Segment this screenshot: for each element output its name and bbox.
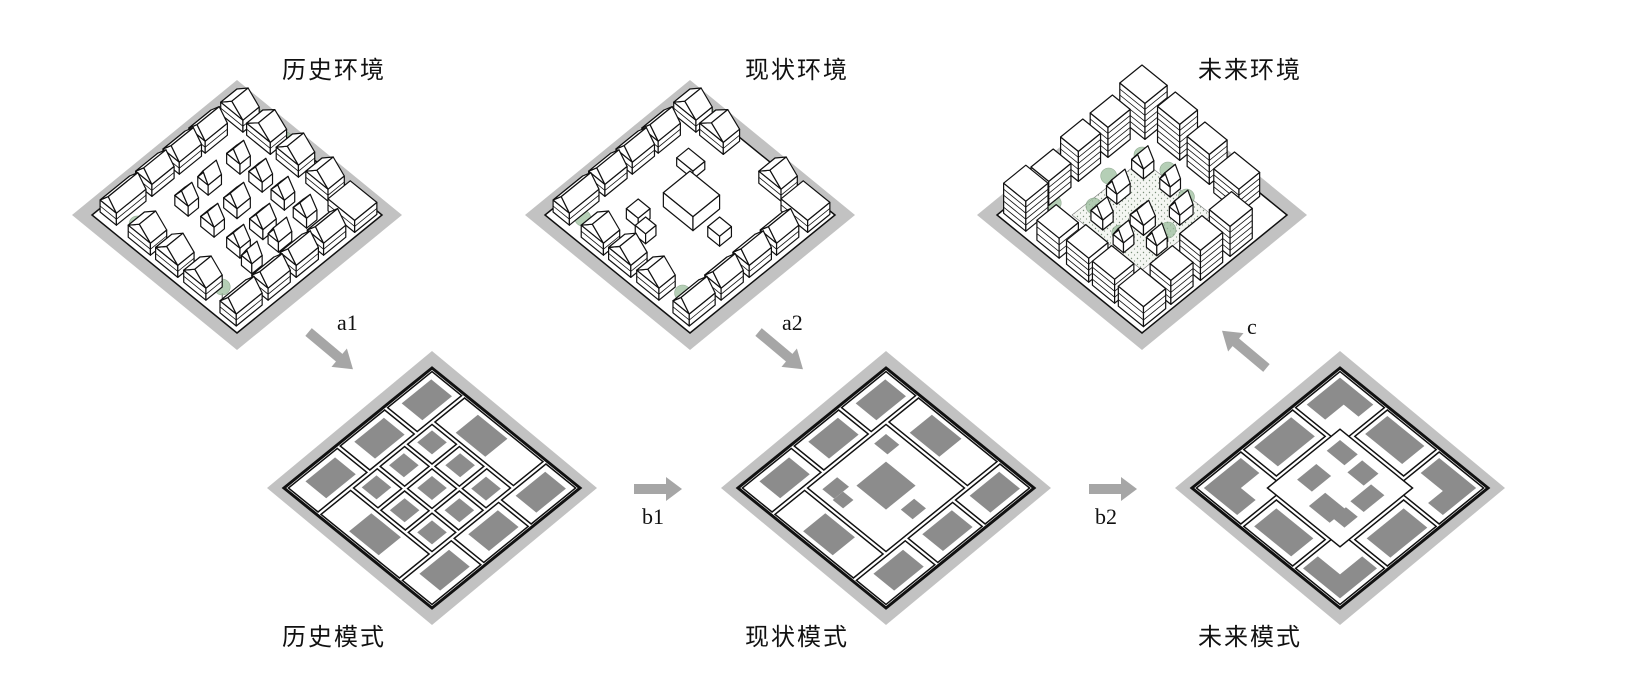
building-icon [662,170,721,232]
building-icon [607,232,648,279]
building-icon [1117,267,1167,328]
building-icon [672,275,716,327]
building-icon [174,181,200,217]
current-pattern-block [721,351,1051,625]
building-icon [1003,164,1049,232]
building-icon [270,175,296,211]
arrow-label-b2: b2 [1095,504,1117,529]
building-icon [223,181,251,220]
building-icon [1112,219,1135,254]
building-icon [183,255,223,301]
arrow-a1 [305,328,353,370]
title-current-pattern: 现状模式 [745,623,849,651]
building-icon [732,230,773,279]
building-icon [1036,204,1079,259]
building-icon [246,108,288,156]
building-icon [99,171,147,226]
arrow-a2 [755,328,803,370]
building-icon [615,126,656,175]
arrow-c [1222,330,1270,372]
building-icon [1065,224,1109,283]
title-future-environment: 未来环境 [1198,56,1302,84]
arrow-label-a1: a1 [337,310,358,335]
building-icon [1168,189,1194,226]
building-icon [219,275,263,327]
building-icon [707,216,733,247]
building-cluster [552,87,831,327]
arrow-label-a2: a2 [782,310,803,335]
building-icon [292,193,318,229]
arrow-label-b1: b1 [642,504,664,529]
building-icon [1179,215,1224,282]
arrow-label-c: c [1247,314,1257,339]
building-icon [1186,121,1228,185]
building-icon [634,216,657,245]
building-icon [248,202,277,241]
title-future-pattern: 未来模式 [1198,623,1302,651]
title-historic-pattern: 历史模式 [282,623,386,651]
building-icon [1145,222,1168,257]
arrow-b1 [634,477,682,501]
future-pattern-block [1175,351,1505,625]
building-icon [200,202,226,238]
building-icon [1129,199,1156,236]
building-icon [226,139,251,175]
building-icon [552,171,600,226]
building-icon [240,240,263,275]
future-environment-block [977,64,1307,350]
historic-environment-block [72,80,402,350]
title-current-environment: 现状环境 [745,56,849,84]
current-environment-block [525,80,855,350]
building-icon [1159,163,1182,198]
historic-pattern-block [267,351,597,625]
building-icon [1131,145,1155,180]
building-icon [1090,196,1114,231]
building-icon [275,132,316,178]
title-historic-environment: 历史环境 [282,56,386,84]
building-cluster [1003,64,1261,328]
building-icon [1059,118,1102,183]
building-icon [197,159,223,196]
building-icon [699,108,741,156]
building-icon [127,210,168,256]
building-icon [636,255,676,301]
building-cluster [99,87,378,327]
building-icon [248,157,274,193]
arrow-b2 [1089,477,1137,501]
building-icon [580,210,621,256]
building-icon [1105,168,1131,205]
building-icon [267,216,293,253]
